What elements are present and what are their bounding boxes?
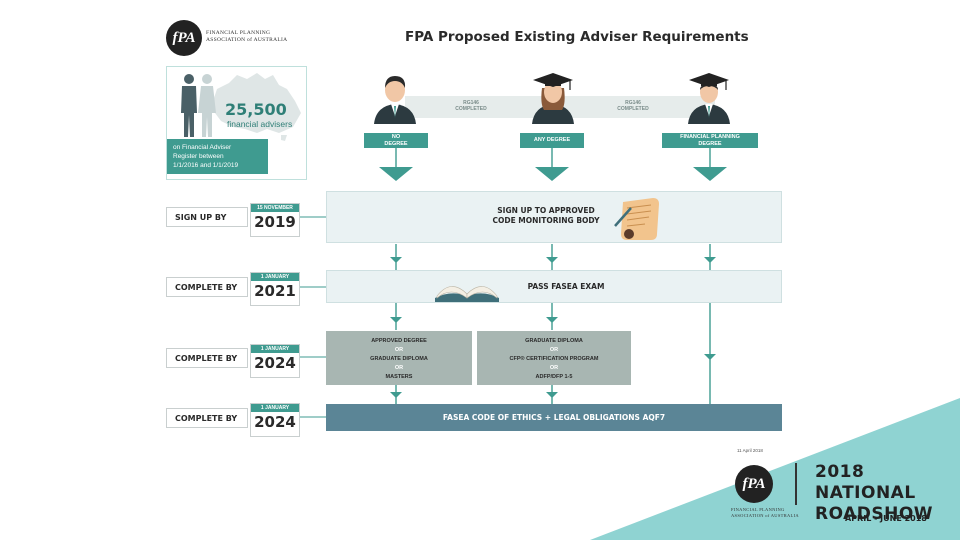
stage-qual-right: GRADUATE DIPLOMA OR CFP® CERTIFICATION P…: [477, 331, 631, 385]
roadshow-title: 2018 NATIONAL ROADSHOW: [815, 462, 960, 525]
date-top-2024-qual: 1 JANUARY: [251, 345, 299, 353]
date-box-2019: 15 NOVEMBER 2019: [250, 203, 300, 237]
date-top-2024-ethics: 1 JANUARY: [251, 404, 299, 412]
date-top-2019: 15 NOVEMBER: [251, 204, 299, 212]
stage-signup-line2: CODE MONITORING BODY: [492, 216, 600, 225]
date-box-2024-qual: 1 JANUARY 2024: [250, 344, 300, 378]
date-top-2021: 1 JANUARY: [251, 273, 299, 281]
document-date: 11 April 2018: [737, 448, 763, 453]
stage-exam: PASS FASEA EXAM: [326, 270, 782, 303]
roadshow-fpa-logo: fPA: [735, 465, 773, 503]
stat-unit: financial advisers: [227, 119, 293, 129]
band-label-right: RG146 COMPLETED: [608, 100, 658, 112]
pathway-fp-degree-line2: DEGREE: [698, 140, 722, 147]
open-book-icon: [435, 286, 499, 302]
pathway-fp-degree-line1: FINANCIAL PLANNING: [680, 133, 740, 140]
row-label-ethics: COMPLETE BY: [166, 408, 248, 428]
qual-left-or2: OR: [394, 365, 404, 371]
stat-caption-line2: Register between: [173, 153, 224, 160]
certificate-scroll-icon: [614, 198, 659, 240]
australia-map-icon: [213, 73, 301, 141]
pathway-no-degree: NO DEGREE: [364, 133, 428, 148]
stage-signup: SIGN UP TO APPROVED CODE MONITORING BODY: [326, 191, 782, 243]
stage-exam-text: PASS FASEA EXAM: [527, 282, 605, 291]
row-label-signup: SIGN UP BY: [166, 207, 248, 227]
qual-right-line2: CFP® CERTIFICATION PROGRAM: [509, 356, 599, 362]
date-box-2021: 1 JANUARY 2021: [250, 272, 300, 306]
date-year-2024-qual: 2024: [254, 354, 296, 372]
roadshow-dates: APRIL - JUNE 2018: [845, 514, 927, 523]
date-year-2024-ethics: 2024: [254, 413, 296, 431]
band-right-line1: RG146: [625, 100, 641, 106]
fpa-logo-text: FINANCIAL PLANNING ASSOCIATION of AUSTRA…: [206, 30, 287, 44]
date-year-2019: 2019: [254, 213, 296, 231]
pathway-fp-degree: FINANCIAL PLANNING DEGREE: [662, 133, 758, 148]
people-silhouette-icon: [181, 74, 216, 137]
roadshow-divider: [795, 463, 797, 505]
adviser-no-degree-icon: [374, 76, 416, 124]
roadshow-logo-text-line1: FINANCIAL PLANNING: [731, 507, 785, 512]
date-year-2021: 2021: [254, 282, 296, 300]
graduate-fp-icon: [688, 73, 730, 124]
band-right-line2: COMPLETED: [617, 106, 649, 112]
adviser-stat-box: 25,500 financial advisers on Financial A…: [166, 66, 307, 180]
stage-qual-left: APPROVED DEGREE OR GRADUATE DIPLOMA OR M…: [326, 331, 472, 385]
pathway-any-degree-line1: ANY DEGREE: [533, 137, 571, 143]
qual-right-line1: GRADUATE DIPLOMA: [525, 338, 583, 344]
qual-left-line3: MASTERS: [385, 374, 413, 380]
logo-text-line1: FINANCIAL PLANNING: [206, 30, 271, 36]
stat-number: 25,500: [225, 100, 287, 119]
stage-signup-text: SIGN UP TO APPROVED CODE MONITORING BODY: [461, 206, 631, 226]
qual-left-line1: APPROVED DEGREE: [371, 338, 427, 344]
row-label-exam: COMPLETE BY: [166, 277, 248, 297]
stat-caption: on Financial Adviser Register between 1/…: [167, 139, 268, 174]
pathway-any-degree: ANY DEGREE: [520, 133, 584, 148]
roadshow-line1: 2018 NATIONAL: [815, 462, 916, 503]
qual-right-or2: OR: [549, 365, 559, 371]
fpa-logo: fPA: [166, 20, 202, 56]
pathway-no-degree-line2: DEGREE: [384, 140, 408, 147]
pathway-no-degree-line1: NO: [391, 133, 401, 140]
stage-ethics-text: FASEA CODE OF ETHICS + LEGAL OBLIGATIONS…: [442, 413, 666, 422]
stage-signup-line1: SIGN UP TO APPROVED: [497, 206, 595, 215]
stat-caption-line3: 1/1/2016 and 1/1/2019: [173, 162, 239, 169]
roadshow-logo-text-line2: ASSOCIATION of AUSTRALIA: [731, 512, 799, 518]
roadshow-line2: ROADSHOW: [815, 504, 934, 524]
qual-left-line2: GRADUATE DIPLOMA: [370, 356, 428, 362]
row-label-qualification: COMPLETE BY: [166, 348, 248, 368]
band-left-line1: RG146: [463, 100, 479, 106]
stage-ethics: FASEA CODE OF ETHICS + LEGAL OBLIGATIONS…: [326, 404, 782, 431]
graduate-icon: [532, 73, 574, 124]
band-label-left: RG146 COMPLETED: [446, 100, 496, 112]
date-box-2024-ethics: 1 JANUARY 2024: [250, 403, 300, 437]
qual-right-or1: OR: [549, 347, 559, 353]
logo-text-line2: ASSOCIATION of AUSTRALIA: [206, 37, 288, 43]
band-left-line2: COMPLETED: [455, 106, 487, 112]
stat-caption-line1: on Financial Adviser: [173, 144, 232, 151]
page-title: FPA Proposed Existing Adviser Requiremen…: [405, 29, 749, 45]
qual-left-or1: OR: [394, 347, 404, 353]
qual-right-line3: ADFP/DFP 1-5: [535, 374, 573, 380]
stage-qual-right-text: GRADUATE DIPLOMA OR CFP® CERTIFICATION P…: [477, 331, 631, 382]
roadshow-logo-text: FINANCIAL PLANNING ASSOCIATION of AUSTRA…: [731, 507, 799, 518]
stage-qual-left-text: APPROVED DEGREE OR GRADUATE DIPLOMA OR M…: [326, 331, 472, 382]
